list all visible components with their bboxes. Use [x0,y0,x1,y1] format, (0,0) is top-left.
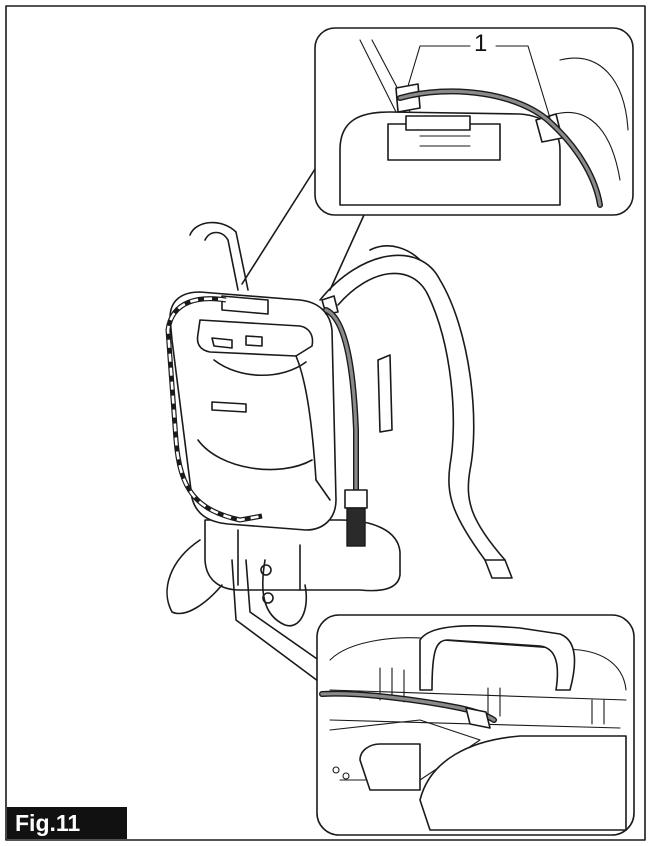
inset-bg-line [359,39,401,121]
top-handle-inner [204,231,239,291]
harness-strap-right-inner [337,272,486,561]
frame-base [204,519,401,592]
battery-edge [295,355,317,481]
bottom-clip-zoom-inset [316,614,635,836]
battery-lower-curve [197,439,313,471]
harness-strap-right [319,254,506,561]
callout-leader-right [495,45,551,119]
panel-mark-2 [245,335,263,347]
inset-cable-inner [398,89,602,207]
battery-curve [213,359,307,377]
figure-border [5,5,646,841]
battery-badge [211,401,247,413]
leader-top-1 [241,157,323,285]
inset-lower-block [359,743,421,791]
panel-mark [211,337,233,349]
inset-clip-teeth-2 [487,687,501,717]
inset-dot [332,766,340,774]
cable-right-inner [324,308,358,494]
side-clip [377,354,393,433]
inset-connector-detail [419,135,471,147]
leader-bottom-2 [245,559,331,669]
inset-dot-2 [342,772,350,780]
inset-handle [419,625,576,691]
strap-end [484,559,513,579]
leader-bottom-1 [231,559,331,691]
battery-edge-2 [315,479,331,501]
leader-top-2 [329,214,365,291]
inset-clip-teeth-3 [591,699,605,725]
callout-leader-left [407,45,471,87]
callout-number: 1 [474,30,488,57]
inset-lower-housing [419,735,627,831]
top-handle-left [189,221,249,291]
backpack-battery-illustration [165,221,513,627]
inset-cable-clip [465,707,491,729]
inset-rail [329,689,627,701]
harness-top [369,245,421,261]
buckle-zoom-inset [314,27,634,216]
dashed-cable-route-inner [166,297,263,522]
plug-body [346,507,366,547]
inset-bg-curve-2 [559,57,629,131]
top-connector [221,295,269,315]
plug-collar [344,489,368,509]
frame-loop-left [166,539,223,615]
inset-connector-top [405,115,471,131]
screw-1 [260,564,272,576]
frame-loop-bottom [262,559,307,627]
screw-2 [262,592,274,604]
figure-label: Fig.11 [7,807,127,839]
